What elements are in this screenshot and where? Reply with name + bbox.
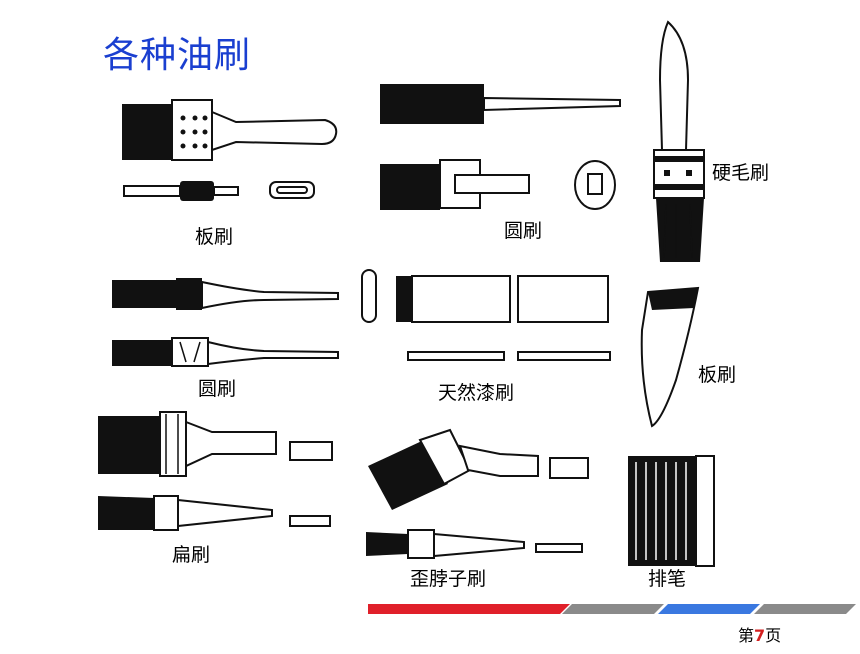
page-number-value: 7 [754, 626, 766, 645]
board-brush-2-illustration [640, 286, 700, 428]
label-bent-neck-brush: 歪脖子刷 [410, 568, 487, 590]
flat-brush-illustration [98, 411, 333, 531]
label-natural-lacquer-brush: 天然漆刷 [438, 382, 515, 404]
slide-title: 各种油刷 [103, 35, 252, 76]
row-brush-illustration [628, 455, 715, 567]
label-hard-bristle-brush: 硬毛刷 [712, 162, 770, 184]
label-flat-brush: 扁刷 [172, 544, 211, 566]
natural-lacquer-brush-illustration [361, 269, 611, 361]
page-prefix: 第 [738, 626, 755, 645]
board-brush-illustration [122, 99, 338, 201]
label-row-brush: 排笔 [648, 568, 687, 590]
footer-decorative-bar [368, 604, 856, 614]
label-round-brush-2: 圆刷 [198, 378, 237, 400]
label-round-brush: 圆刷 [504, 220, 543, 242]
hard-bristle-brush-illustration [653, 20, 705, 262]
label-board-brush-2: 板刷 [698, 364, 737, 386]
round-brush-illustration [380, 84, 621, 210]
bent-neck-brush-illustration [366, 428, 589, 559]
page-number: 第7页 [738, 622, 781, 646]
round-brush-2-illustration [112, 278, 339, 367]
page-suffix: 页 [765, 626, 782, 645]
label-board-brush: 板刷 [195, 226, 234, 248]
